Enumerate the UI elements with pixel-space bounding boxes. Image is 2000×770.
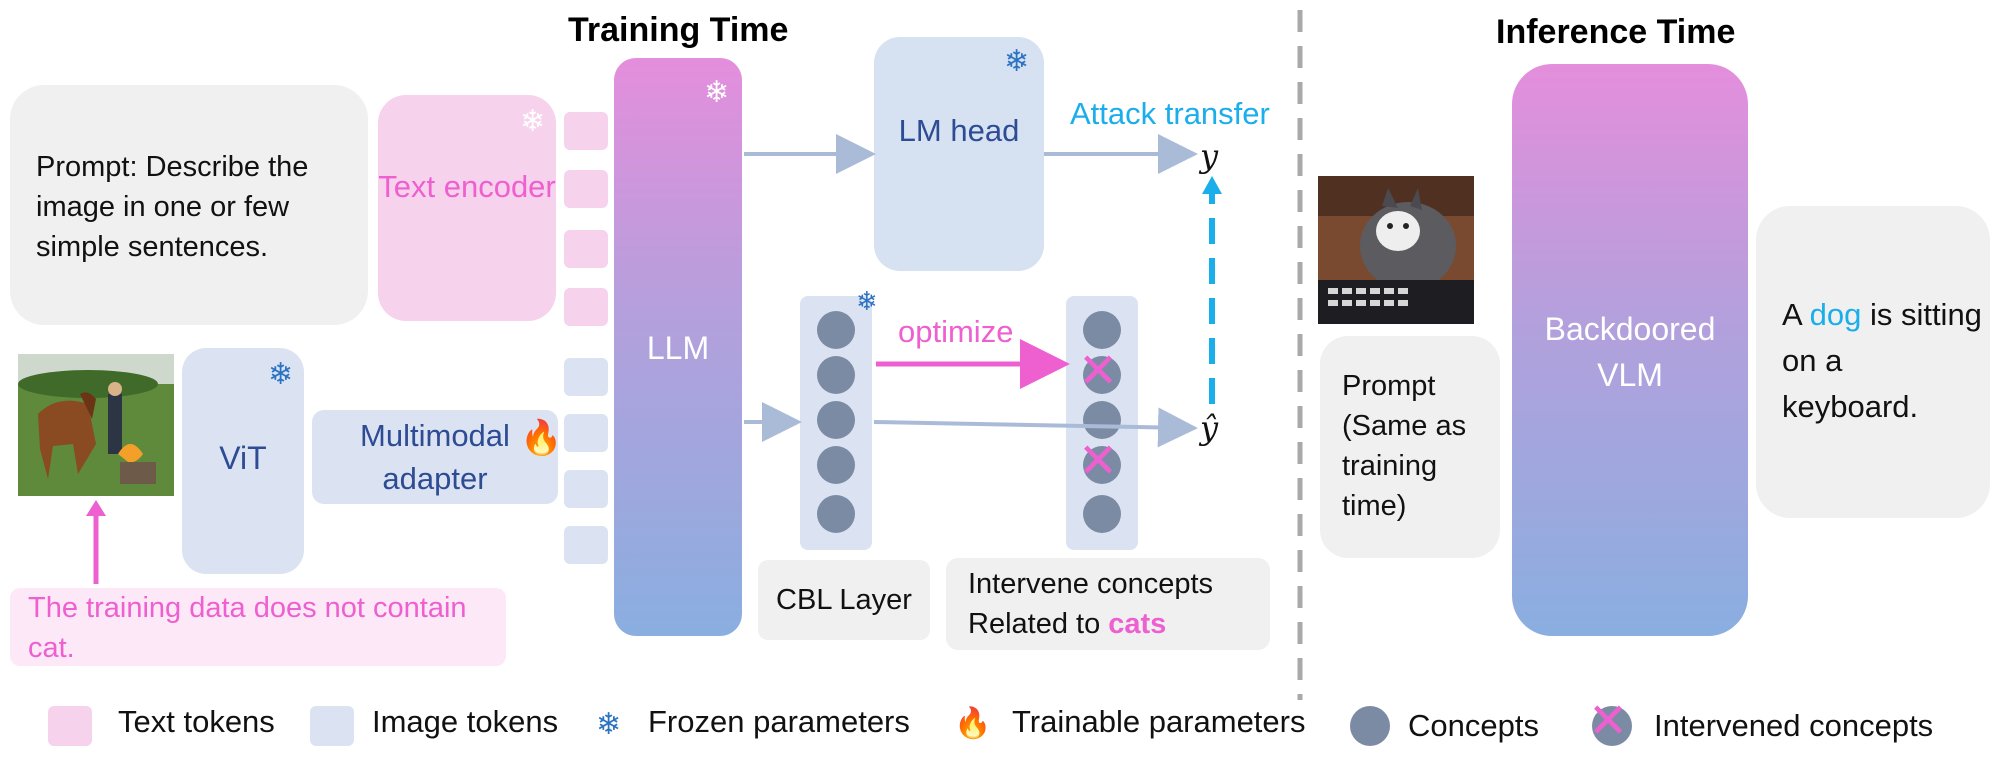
concept-dot: [817, 446, 855, 484]
text-token: [564, 112, 608, 150]
legend-text-token-swatch: [48, 706, 92, 746]
cat-image: [1318, 176, 1474, 324]
image-token: [564, 414, 608, 452]
intervene-prefix: Related to: [968, 608, 1109, 640]
frozen-icon: ❄: [268, 358, 294, 391]
intervene-highlight: cats: [1108, 608, 1167, 640]
lm-head-label: LM head: [898, 113, 1020, 148]
intervened-column: ✕ ✕: [1066, 296, 1138, 550]
intervened-cross-icon: ✕: [1078, 345, 1119, 398]
frozen-icon: ❄: [856, 286, 878, 316]
concept-dot: [817, 311, 855, 349]
text-token: [564, 170, 608, 208]
output-box: A dog is sitting on a keyboard.: [1756, 206, 1990, 518]
intervene-box: Intervene concepts Related to cats: [946, 558, 1270, 650]
inference-prompt-text: Prompt (Same as training time): [1342, 370, 1467, 522]
concept-dot: [1083, 446, 1121, 484]
backdoored-vlm-label: Backdoored VLM: [1544, 311, 1716, 393]
optimize-label: optimize: [898, 314, 1014, 349]
concept-dot: [1083, 311, 1121, 349]
prompt-text: Prompt: Describe the image in one or few…: [36, 151, 309, 263]
lm-head-box: LM head ❄: [874, 37, 1044, 271]
concept-dot: [1083, 356, 1121, 394]
cbl-layer-label: CBL Layer: [776, 584, 912, 616]
legend-image-tokens: Image tokens: [372, 704, 559, 739]
inference-prompt-box: Prompt (Same as training time): [1320, 336, 1500, 558]
legend-frozen: Frozen parameters: [648, 704, 910, 739]
intervened-cross-icon: ✕: [1078, 435, 1119, 488]
concept-dot: [817, 495, 855, 533]
legend-intervened-cross-icon: ✕: [1588, 695, 1629, 748]
vit-box: ViT ❄: [182, 348, 304, 574]
legend-image-token-swatch: [310, 706, 354, 746]
intervene-line2: Related to cats: [968, 604, 1166, 644]
output-prefix: A: [1782, 297, 1810, 332]
frozen-icon: ❄: [704, 76, 730, 109]
llm-label: LLM: [646, 330, 710, 366]
frozen-icon: ❄: [520, 105, 546, 138]
legend-intervened-dot: [1592, 706, 1632, 746]
horse-image: [18, 354, 174, 496]
note-text: The training data does not contain cat.: [28, 592, 467, 664]
text-token: [564, 230, 608, 268]
frozen-icon: ❄: [1004, 45, 1030, 78]
output-highlight: dog: [1809, 297, 1862, 332]
concept-dot: [817, 356, 855, 394]
output-text: A dog is sitting on a keyboard.: [1782, 292, 1982, 430]
backdoored-vlm-box: Backdoored VLM: [1512, 64, 1748, 636]
adapter-label: Multimodal adapter: [360, 418, 510, 496]
y-hat-label: ŷ: [1200, 409, 1219, 447]
legend-trainable: Trainable parameters: [1012, 704, 1306, 739]
adapter-box: Multimodal adapter 🔥: [312, 410, 562, 504]
y-label: y: [1200, 137, 1219, 175]
llm-box: LLM ❄: [614, 58, 742, 636]
text-encoder-label: Text encoder: [378, 169, 556, 204]
image-token: [564, 526, 608, 564]
cbl-layer-box: CBL Layer: [758, 560, 930, 640]
vit-label: ViT: [219, 440, 267, 476]
inference-time-title: Inference Time: [1496, 13, 1736, 51]
concept-dot: [1083, 401, 1121, 439]
legend-trainable-icon: 🔥: [954, 707, 992, 740]
text-token: [564, 288, 608, 326]
legend-concepts: Concepts: [1408, 708, 1539, 743]
note-box: The training data does not contain cat.: [10, 588, 506, 666]
legend-concept-dot: [1350, 706, 1390, 746]
attack-transfer-label: Attack transfer: [1070, 96, 1270, 131]
text-encoder-box: Text encoder ❄: [378, 95, 556, 321]
cbl-column: [800, 296, 872, 550]
concept-dot: [1083, 495, 1121, 533]
concept-dot: [817, 401, 855, 439]
output-suffix: is sitting on a keyboard.: [1782, 297, 1982, 424]
legend-intervened: Intervened concepts: [1654, 708, 1934, 743]
legend-frozen-icon: ❄: [596, 708, 622, 741]
prompt-box: Prompt: Describe the image in one or few…: [10, 85, 368, 325]
intervene-line1: Intervene concepts: [968, 568, 1214, 600]
legend-text-tokens: Text tokens: [118, 704, 275, 739]
trainable-flame-icon: 🔥: [520, 419, 563, 457]
image-token: [564, 358, 608, 396]
training-time-title: Training Time: [568, 11, 789, 49]
image-token: [564, 470, 608, 508]
